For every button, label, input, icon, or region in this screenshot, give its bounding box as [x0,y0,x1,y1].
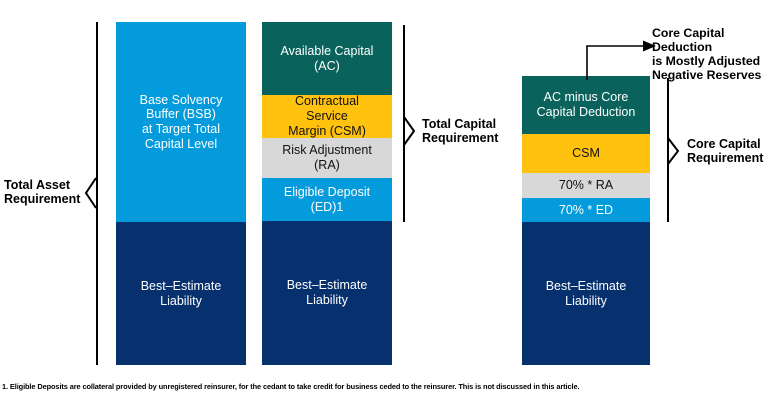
bar-core-capital-requirement: AC minus Core Capital Deduction CSM 70% … [522,76,650,365]
segment-label: Available Capital (AC) [280,43,374,73]
segment-label: Best–Estimate Liability [286,278,368,307]
segment-eligible-deposit: Eligible Deposit (ED)1 [262,178,392,221]
segment-contractual-service-margin: Contractual Service Margin (CSM) [262,94,392,138]
segment-label: Best–Estimate Liability [140,278,222,308]
bracket-line-total-capital-requirement [403,25,405,222]
brace-core-capital-requirement [667,137,680,165]
segment-csm: CSM [522,134,650,173]
label-total-capital-requirement: Total Capital Requirement [422,117,499,146]
segment-best-estimate-liability-3: Best–Estimate Liability [522,222,650,365]
segment-label: CSM [572,146,600,161]
segment-label: Risk Adjustment (RA) [282,143,372,172]
segment-ac-minus-core-capital-deduction: AC minus Core Capital Deduction [522,76,650,134]
segment-label: 70% * RA [558,178,614,193]
segment-label: Best–Estimate Liability [545,278,627,308]
label-core-capital-deduction-note: Core Capital Deduction is Mostly Adjuste… [652,26,762,83]
bracket-line-total-asset-requirement [96,22,98,365]
callout-arrow-line [586,45,645,80]
segment-70-percent-ed: 70% * ED [522,198,650,222]
segment-base-solvency-buffer: Base Solvency Buffer (BSB) at Target Tot… [116,22,246,222]
segment-risk-adjustment: Risk Adjustment (RA) [262,138,392,178]
bar-total-capital-requirement: Available Capital (AC) Contractual Servi… [262,22,392,365]
footnote-eligible-deposits: 1. Eligible Deposits are collateral prov… [2,382,580,391]
segment-label: Eligible Deposit (ED)1 [283,184,371,214]
segment-label: AC minus Core Capital Deduction [536,90,636,119]
segment-label: 70% * ED [558,202,614,217]
segment-70-percent-ra: 70% * RA [522,173,650,198]
segment-label: Base Solvency Buffer (BSB) at Target Tot… [139,92,223,151]
segment-best-estimate-liability-2: Best–Estimate Liability [262,221,392,365]
label-total-asset-requirement: Total Asset Requirement [4,178,81,207]
brace-total-asset-requirement [84,177,97,209]
segment-available-capital: Available Capital (AC) [262,22,392,95]
label-core-capital-requirement: Core Capital Requirement [687,137,764,166]
bracket-line-core-capital-requirement [667,78,669,222]
bar-total-asset-requirement: Base Solvency Buffer (BSB) at Target Tot… [116,22,246,365]
segment-label: Contractual Service Margin (CSM) [288,94,366,138]
segment-best-estimate-liability-1: Best–Estimate Liability [116,222,246,365]
brace-total-capital-requirement [403,116,416,146]
